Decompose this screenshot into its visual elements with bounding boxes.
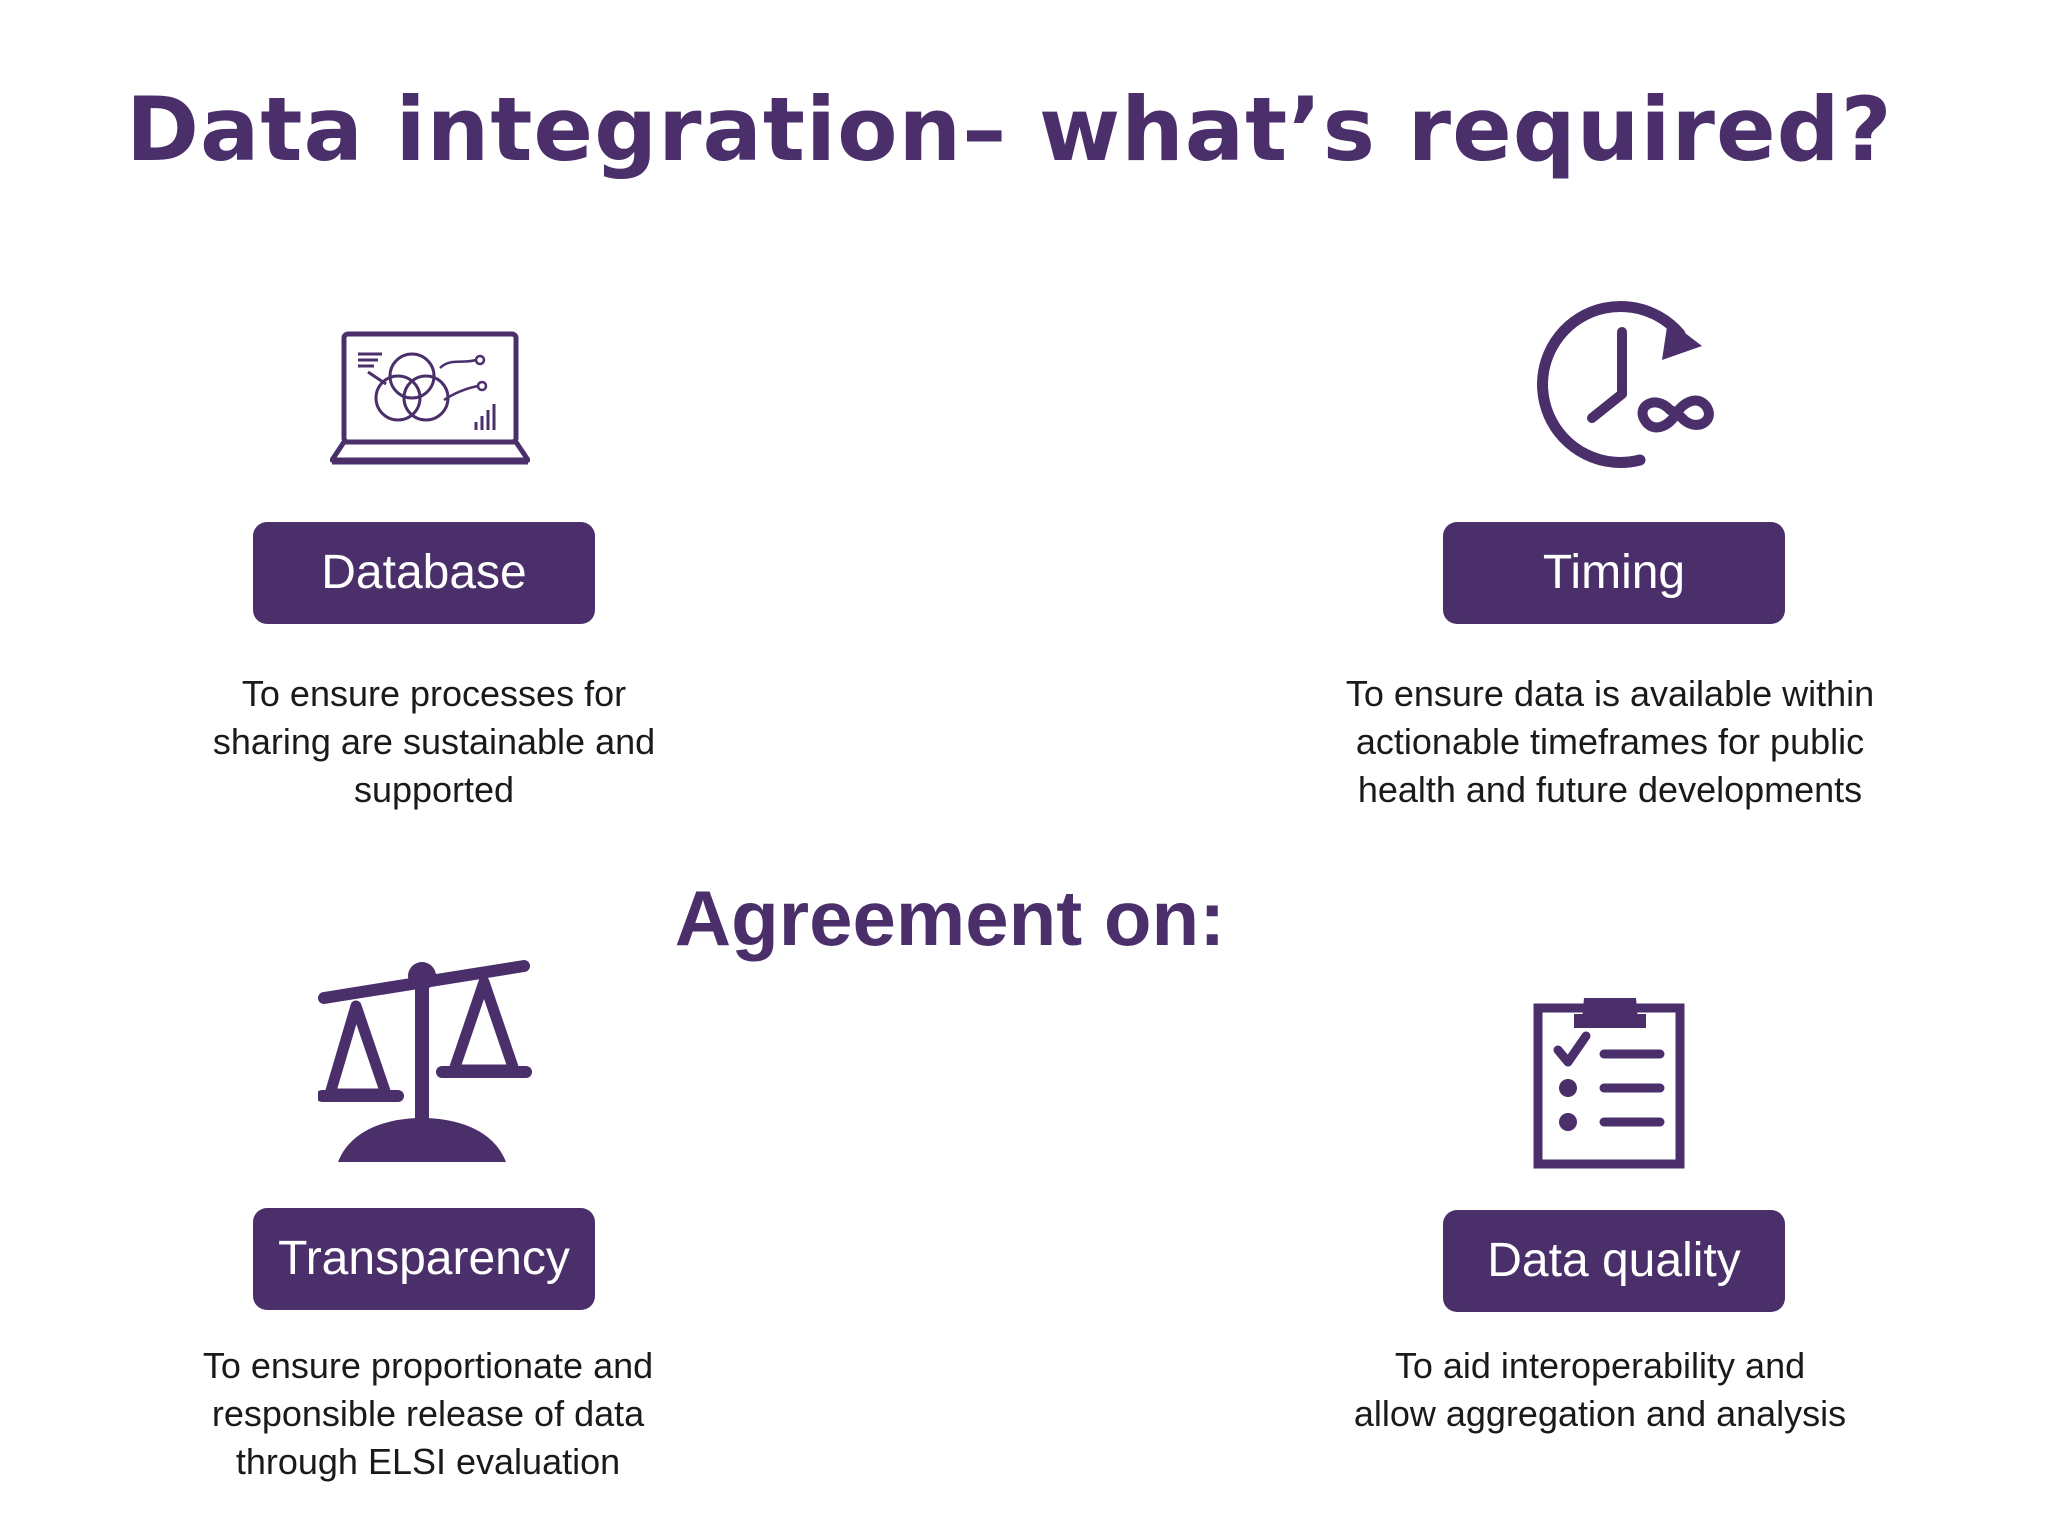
slide-title: Data integration– what’s required? [126,78,1893,181]
transparency-description-line: To ensure proportionate and [202,1345,654,1386]
transparency-label: Transparency [253,1208,595,1310]
clock-infinity-icon [1530,300,1730,476]
agreement-heading: Agreement on: [674,874,1226,962]
laptop-venn-diagram-icon [330,328,530,476]
timing-description-line: To ensure data is available within [1345,673,1875,714]
database-description-line: sharing are sustainable and [212,721,656,762]
clipboard-checklist-icon [1532,992,1688,1170]
data-quality-description: To aid interoperability and allow aggreg… [1290,1342,1910,1438]
timing-description-line: health and future developments [1357,769,1863,810]
database-description-line: To ensure processes for [241,673,627,714]
data-quality-description-line: To aid interoperability and [1394,1345,1806,1386]
balance-scale-icon [318,958,532,1168]
timing-label: Timing [1443,522,1785,624]
timing-description: To ensure data is available within actio… [1300,670,1920,814]
transparency-description-line: responsible release of data [211,1393,645,1434]
transparency-description: To ensure proportionate and responsible … [118,1342,738,1486]
data-quality-description-line: allow aggregation and analysis [1353,1393,1847,1434]
database-description-line: supported [353,769,515,810]
transparency-description-line: through ELSI evaluation [235,1441,621,1482]
data-quality-label: Data quality [1443,1210,1785,1312]
timing-description-line: actionable timeframes for public [1355,721,1865,762]
database-label: Database [253,522,595,624]
database-description: To ensure processes for sharing are sust… [124,670,744,814]
